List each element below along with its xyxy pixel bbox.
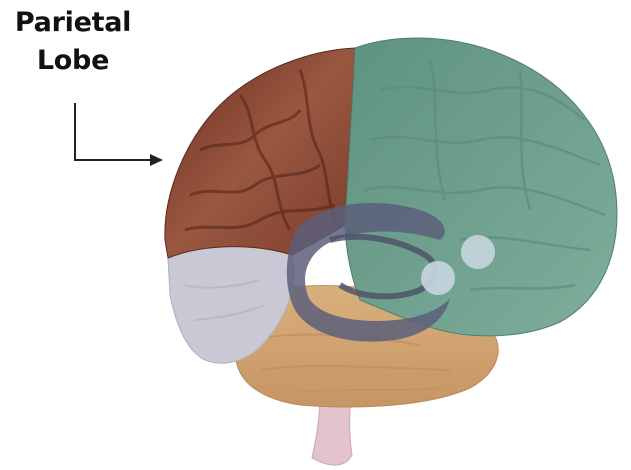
hippocampus-node-upper [461, 235, 495, 269]
hippocampus-node-lower [421, 261, 455, 295]
label-arrow [75, 103, 163, 166]
